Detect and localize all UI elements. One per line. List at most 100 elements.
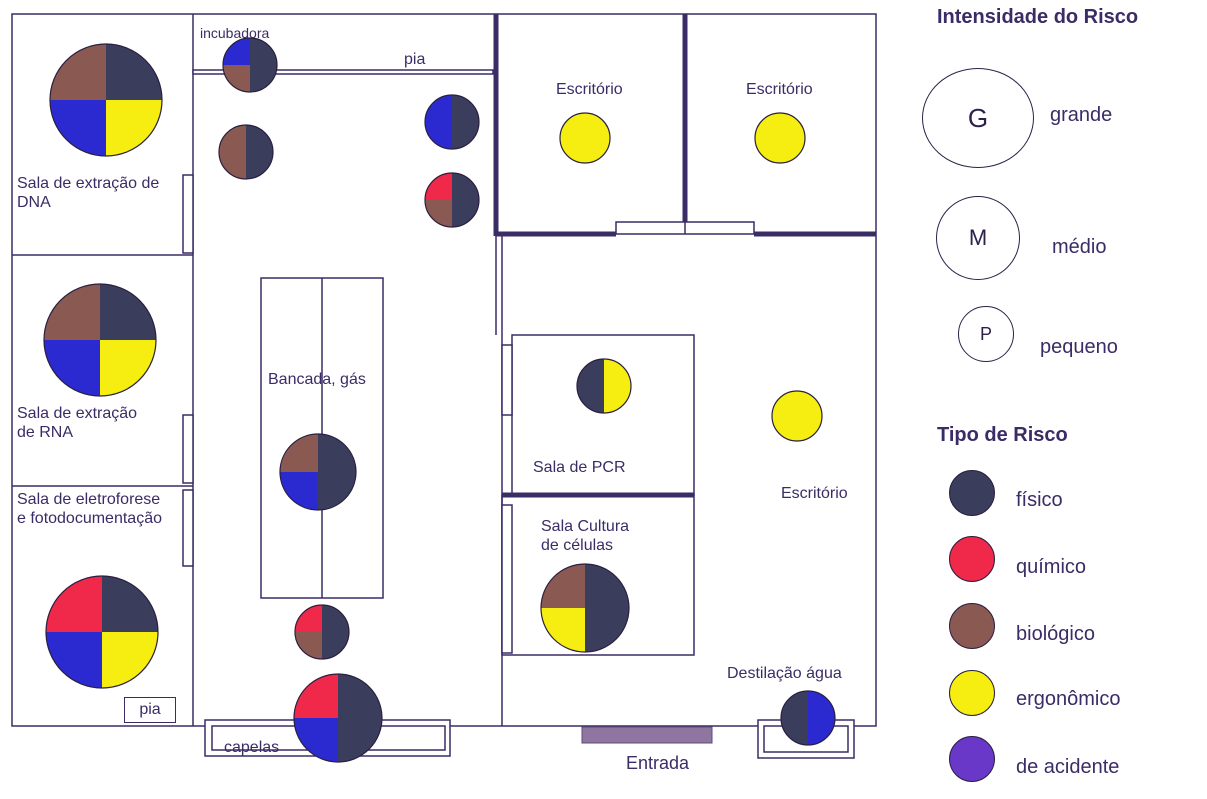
marker-outline <box>293 673 383 763</box>
slice-fisico <box>318 434 356 510</box>
risk-marker-bancada <box>279 433 357 511</box>
type-legend-title: Tipo de Risco <box>937 424 1068 446</box>
risk-marker-destilacao <box>780 690 836 746</box>
rna-door <box>182 414 194 484</box>
marker-outline <box>49 43 163 157</box>
slice-acidente <box>425 95 452 149</box>
size-letter-medium: M <box>968 225 988 250</box>
slice-acidente <box>44 340 100 396</box>
slice-quimico <box>46 576 102 632</box>
room-label-entrada: Entrada <box>626 753 690 773</box>
size-letter-small: P <box>979 323 992 344</box>
slice-ergonomico <box>100 340 156 396</box>
room-label-bancada: Bancada, gás <box>268 371 366 388</box>
room-label-destilacao: Destilação água <box>727 665 842 682</box>
marker-outline <box>559 112 611 164</box>
slice-fisico <box>100 284 156 340</box>
pcr-door <box>501 344 513 416</box>
room-label-pia-top: pia <box>404 51 426 68</box>
room-label-escritorio-2: Escritório <box>746 81 813 98</box>
marker-outline <box>43 283 157 397</box>
slice-fisico <box>577 359 604 413</box>
slice-ergonomico <box>106 100 162 156</box>
slice-quimico <box>295 605 322 632</box>
slice-quimico <box>425 173 452 200</box>
risk-marker-corridor-right-mid <box>424 172 480 228</box>
cultura-door <box>501 504 513 654</box>
slice-biologico <box>295 632 322 659</box>
marker-outline <box>279 433 357 511</box>
slice-fisico <box>452 95 479 149</box>
risk-marker-escritorio1 <box>559 112 611 164</box>
risk-marker-capelas <box>293 673 383 763</box>
risk-marker-corridor-right-top <box>424 94 480 150</box>
slice-ergonomico <box>755 113 805 163</box>
room-label-incubadora: incubadora <box>200 25 270 41</box>
slice-biologico <box>219 125 246 179</box>
slice-ergonomico <box>541 608 585 652</box>
slice-fisico <box>246 125 273 179</box>
slice-acidente <box>280 472 318 510</box>
room-label-escritorio-3: Escritório <box>781 485 848 502</box>
slice-acidente <box>294 718 338 762</box>
type-label-fisico: físico <box>1016 489 1063 511</box>
marker-outline <box>540 563 630 653</box>
dna-door <box>182 174 194 254</box>
size-letter-large: G <box>967 102 989 133</box>
room-label-pcr: Sala de PCR <box>533 459 626 476</box>
type-label-ergonomico: ergonômico <box>1016 688 1121 710</box>
slice-quimico <box>294 674 338 718</box>
thick-walls <box>493 14 876 498</box>
marker-outline <box>424 172 480 228</box>
risk-marker-escritorio2 <box>754 112 806 164</box>
type-dot-biologico <box>949 603 995 649</box>
type-dot-fisico <box>949 470 995 516</box>
marker-outline <box>45 575 159 689</box>
marker-outline <box>218 124 274 180</box>
size-label-small: pequeno <box>1040 336 1118 358</box>
type-label-acidente: de acidente <box>1016 756 1120 778</box>
size-label-large: grande <box>1050 104 1113 126</box>
slice-biologico <box>223 65 250 92</box>
risk-marker-eletro <box>45 575 159 689</box>
risk-marker-capela-small <box>294 604 350 660</box>
intensity-legend-title: Intensidade do Risco <box>937 6 1139 28</box>
risk-marker-cultura <box>540 563 630 653</box>
slice-acidente <box>50 100 106 156</box>
risk-marker-pcr <box>576 358 632 414</box>
marker-outline <box>771 390 823 442</box>
marker-outline <box>576 358 632 414</box>
size-circle-large: G <box>922 68 1034 168</box>
slice-fisico <box>781 691 808 745</box>
pia-bottom-box: pia <box>124 697 176 723</box>
risk-marker-rna <box>43 283 157 397</box>
marker-outline <box>294 604 350 660</box>
slice-biologico <box>44 284 100 340</box>
slice-biologico <box>541 564 585 608</box>
slice-ergonomico <box>772 391 822 441</box>
type-label-biologico: biológico <box>1016 623 1095 645</box>
size-circle-small: P <box>958 306 1014 362</box>
slice-fisico <box>106 44 162 100</box>
slice-fisico <box>585 564 629 652</box>
slice-acidente <box>808 691 835 745</box>
slice-ergonomico <box>560 113 610 163</box>
slice-fisico <box>338 674 382 762</box>
slice-fisico <box>322 605 349 659</box>
slice-biologico <box>425 200 452 227</box>
type-dot-acidente <box>949 736 995 782</box>
marker-outline <box>222 37 278 93</box>
slice-biologico <box>50 44 106 100</box>
size-label-medium: médio <box>1052 236 1107 258</box>
marker-outline <box>754 112 806 164</box>
marker-outline <box>780 690 836 746</box>
slice-fisico <box>250 38 277 92</box>
slice-ergonomico <box>102 632 158 688</box>
eletro-door <box>182 489 194 567</box>
risk-marker-corridor-left <box>218 124 274 180</box>
entrada-door <box>581 726 713 744</box>
